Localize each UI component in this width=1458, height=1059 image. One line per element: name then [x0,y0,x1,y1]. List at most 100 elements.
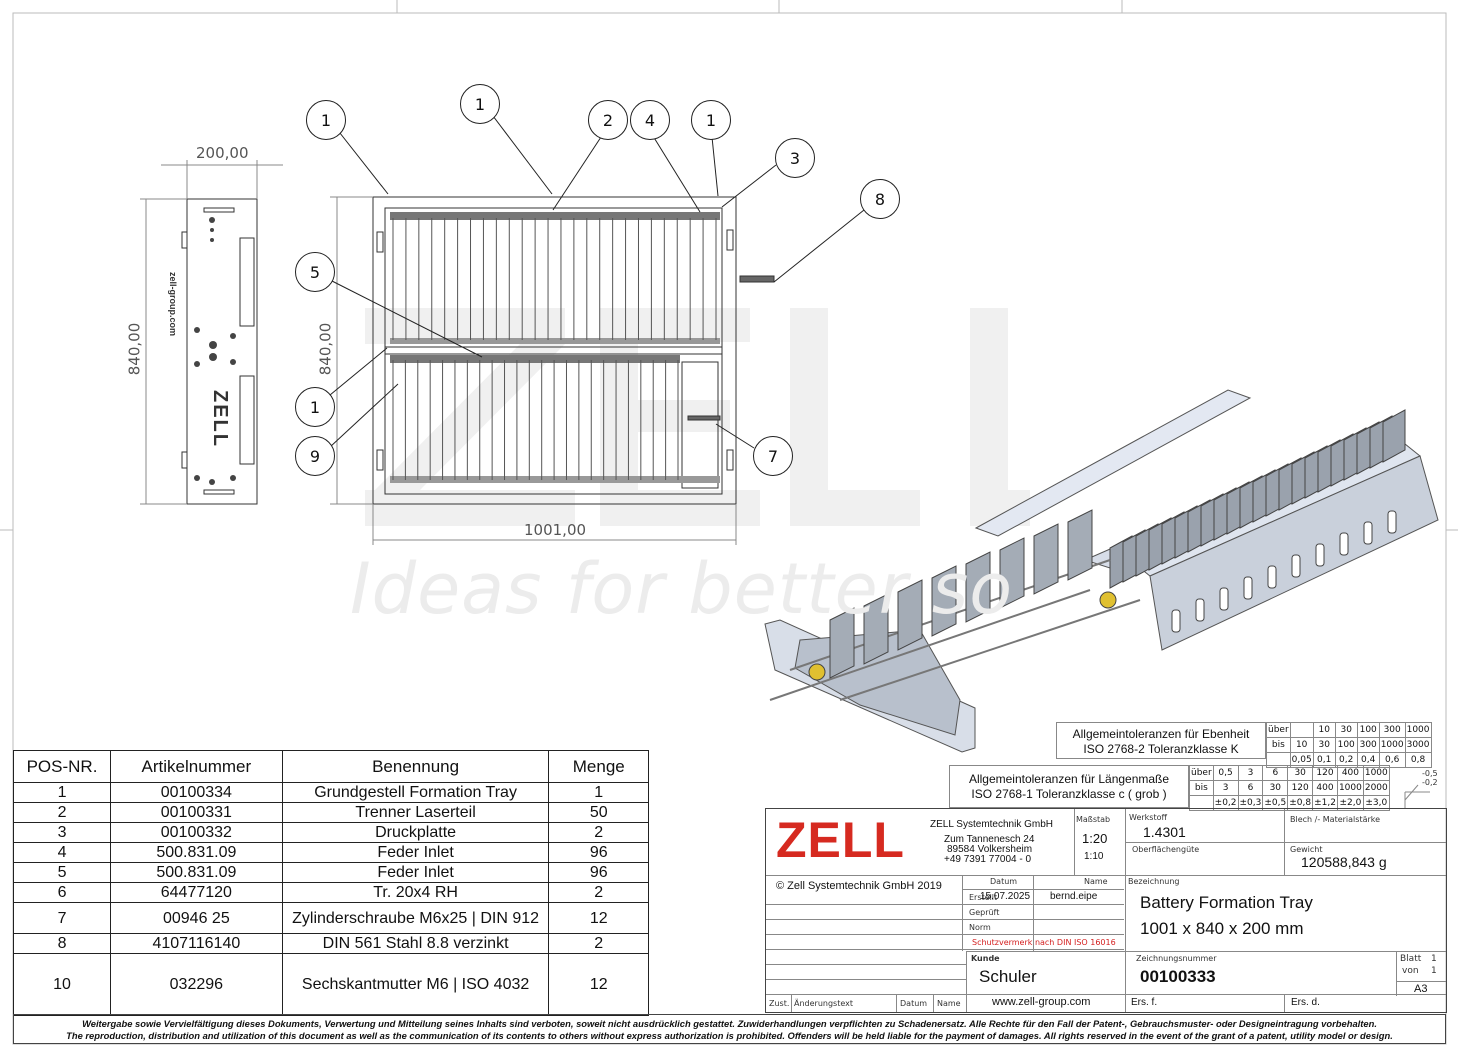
tolerance-cell: 100 [1356,722,1380,738]
bezeichnung-line-2: 1001 x 840 x 200 mm [1140,919,1304,938]
bom-header-article: Artikelnummer [110,750,283,783]
iso-separator-fin [931,565,957,637]
balloon-8: 8 [860,179,900,219]
tolerance-flat-norm: ISO 2768-2 Toleranzklasse K [1083,742,1239,756]
balloon-7: 7 [753,436,793,476]
iso-separator-fin [1067,509,1093,581]
iso-separator-fin [1382,409,1406,463]
leader-lines [329,111,865,449]
bom-pos: 5 [12,862,112,883]
tolerance-cell: 30 [1334,722,1358,738]
tolerance-length-norm: ISO 2768-1 Toleranzklasse c ( grob ) [971,787,1167,801]
bom-header-qty: Menge [548,750,649,783]
bom-name: Sechskantmutter M6 | ISO 4032 [281,953,550,1016]
tolerance-cell: 1000 [1378,737,1406,753]
schutzvermerk: Schutzvermerk nach DIN ISO 16016 [972,938,1116,947]
bom-article: 00100332 [110,822,283,843]
werkstoff-label: Werkstoff [1129,813,1167,822]
company-logo: ZELL [776,812,905,868]
zeichnungsnummer-label: Zeichnungsnummer [1136,954,1217,963]
zeichnungsnummer-value: 00100333 [1140,967,1216,986]
bom-name: Feder Inlet [281,862,550,883]
kunde-label: Kunde [971,954,1000,963]
company-name: ZELL Systemtechnik GmbH [930,819,1054,830]
bom-qty: 2 [548,822,649,843]
tolerance-cell: über [1189,765,1214,781]
legal-footer-de: Weitergabe sowie Vervielfältigung dieses… [82,1018,1377,1029]
iso-window-slot [1315,543,1325,567]
ersetzt-durch: Ers. d. [1291,997,1320,1008]
bom-pos: 10 [12,953,112,1016]
bom-article: 00946 25 [110,902,283,934]
balloon-1-top-left: 1 [306,100,346,140]
website-link[interactable]: www.zell-group.com [992,996,1091,1008]
angle-tolerance-top: -0,5 [1422,769,1438,778]
tolerance-flat-box: Allgemeintoleranzen für Ebenheit ISO 276… [1056,722,1266,759]
bom-qty: 12 [548,953,649,1016]
geprueft-label: Geprüft [969,908,1000,917]
dimension-front-width: 1001,00 [524,521,587,539]
blech-label: Blech /- Materialstärke [1290,815,1381,824]
tolerance-cell: 0,6 [1378,752,1406,768]
bom-article: 00100331 [110,802,283,823]
erstellt-name: bernd.eipe [1050,891,1098,902]
erstellt-date: 15.07.2025 [980,891,1031,902]
name2-label: Name [937,999,961,1008]
angle-tolerance-bottom: -0,2 [1422,778,1438,787]
iso-window-slot [1195,598,1205,622]
ersatz-fuer: Ers. f. [1131,997,1158,1008]
bom-qty: 50 [548,802,649,823]
side-view [140,160,283,505]
bom-pos: 8 [12,933,112,954]
zust-label: Zust. [769,999,790,1008]
blatt-label: Blatt [1400,954,1422,964]
tolerance-length-title: Allgemeintoleranzen für Längenmaße [968,772,1170,786]
side-view-url: zell-group.com [168,272,178,337]
iso-window-slot [1243,576,1253,600]
tolerance-cell: 30 [1262,780,1289,796]
tolerance-flat-title: Allgemeintoleranzen für Ebenheit [1072,727,1250,741]
iso-window-slot [1291,554,1301,578]
bom-qty: 1 [548,782,649,803]
tolerance-cell: 120 [1312,765,1338,781]
bom-pos: 4 [12,842,112,863]
copyright: © Zell Systemtechnik GmbH 2019 [776,880,942,892]
bom-article: 4107116140 [110,933,283,954]
company-city: 89584 Volkersheim [947,844,1033,855]
balloon-4: 4 [630,100,670,140]
oberflaeche-label: Oberflächengüte [1132,845,1200,854]
gewicht-label: Gewicht [1290,845,1323,854]
balloon-1-middle: 1 [295,387,335,427]
balloon-9: 9 [295,436,335,476]
bom-header-pos: POS-NR. [12,750,112,783]
von-label: von [1402,966,1419,976]
format-value: A3 [1414,983,1428,995]
iso-separator-fin [1033,523,1059,595]
bom-qty: 2 [548,933,649,954]
iso-window-slot [1339,532,1349,556]
bom-name: Trenner Laserteil [281,802,550,823]
massstab-value-2: 1:10 [1084,851,1104,862]
iso-separator-fin [897,579,923,651]
bezeichnung-label: Bezeichnung [1128,877,1180,886]
bom-pos: 2 [12,802,112,823]
tolerance-cell: 0,5 [1212,765,1239,781]
tolerance-cell: 120 [1287,780,1314,796]
tolerance-cell: 2000 [1362,780,1390,796]
bom-name: Grundgestell Formation Tray [281,782,550,803]
erstellt-label: Erstellt [969,893,998,902]
bom-name: DIN 561 Stahl 8.8 verzinkt [281,933,550,954]
watermark-tagline: Ideas for better so [350,548,1014,630]
